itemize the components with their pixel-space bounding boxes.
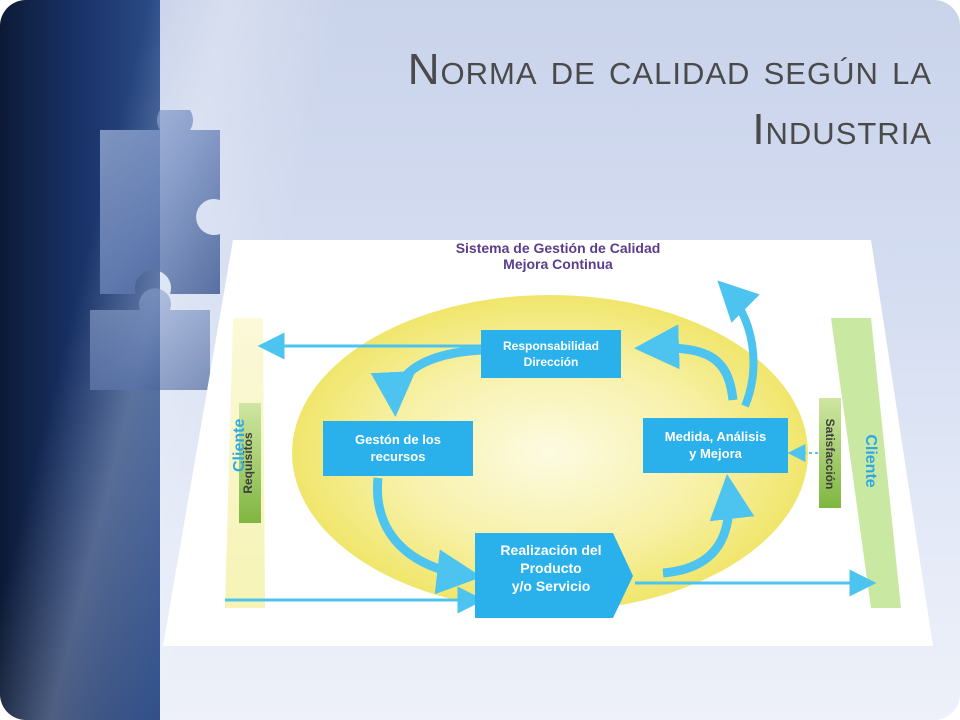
gestion-line1: Gestón de los <box>355 432 441 447</box>
box-medida-label: Medida, Análisis y Mejora <box>643 428 788 462</box>
requisitos-label: Requisitos <box>241 432 255 494</box>
arrow-resp-to-gestion <box>370 345 482 417</box>
responsabilidad-line2: Dirección <box>523 355 579 369</box>
diagram-header: Sistema de Gestión de Calidad Mejora Con… <box>393 240 723 272</box>
box-medida <box>643 418 788 473</box>
right-cliente-label: Cliente <box>862 434 879 488</box>
slide-title-line2: Industria <box>752 105 932 154</box>
arrow-gestion-to-realizacion <box>372 477 482 595</box>
arrow-continuous-improvement <box>717 280 760 408</box>
slide-title: Norma de calidad según la Industria <box>260 40 932 160</box>
diagram-graphics <box>163 240 933 646</box>
gestion-line2: recursos <box>370 449 426 464</box>
responsabilidad-line1: Responsabilidad <box>502 339 600 353</box>
diagram-header-line1: Sistema de Gestión de Calidad <box>455 240 661 256</box>
satisfaccion-label: Satisfacción <box>823 418 837 490</box>
box-gestion-label: Gestón de los recursos <box>323 431 473 465</box>
arrow-realizacion-to-medida <box>662 474 755 578</box>
realizacion-line3: y/o Servicio <box>511 578 591 594</box>
quality-system-diagram: Sistema de Gestión de Calidad Mejora Con… <box>163 238 933 648</box>
box-realizacion-label: Realización del Producto y/o Servicio <box>481 541 621 595</box>
arrow-medida-to-resp <box>634 324 738 401</box>
box-responsabilidad-label: Responsabilidad Dirección <box>481 338 621 370</box>
realizacion-line1: Realización del <box>500 542 602 558</box>
box-gestion <box>323 421 473 476</box>
requisitos-bar <box>239 403 261 523</box>
satisfaccion-bar <box>819 398 841 508</box>
slide-title-line1: Norma de calidad según la <box>407 45 932 94</box>
right-cliente-bar <box>831 318 901 608</box>
medida-line1: Medida, Análisis <box>664 429 767 444</box>
box-realizacion <box>475 533 633 618</box>
realizacion-line2: Producto <box>520 560 582 576</box>
medida-line2: y Mejora <box>689 446 742 461</box>
improvement-ellipse <box>292 295 808 611</box>
puzzle-pieces-icon <box>90 110 220 390</box>
diagram-header-line2: Mejora Continua <box>503 256 613 272</box>
box-responsabilidad <box>481 330 621 378</box>
